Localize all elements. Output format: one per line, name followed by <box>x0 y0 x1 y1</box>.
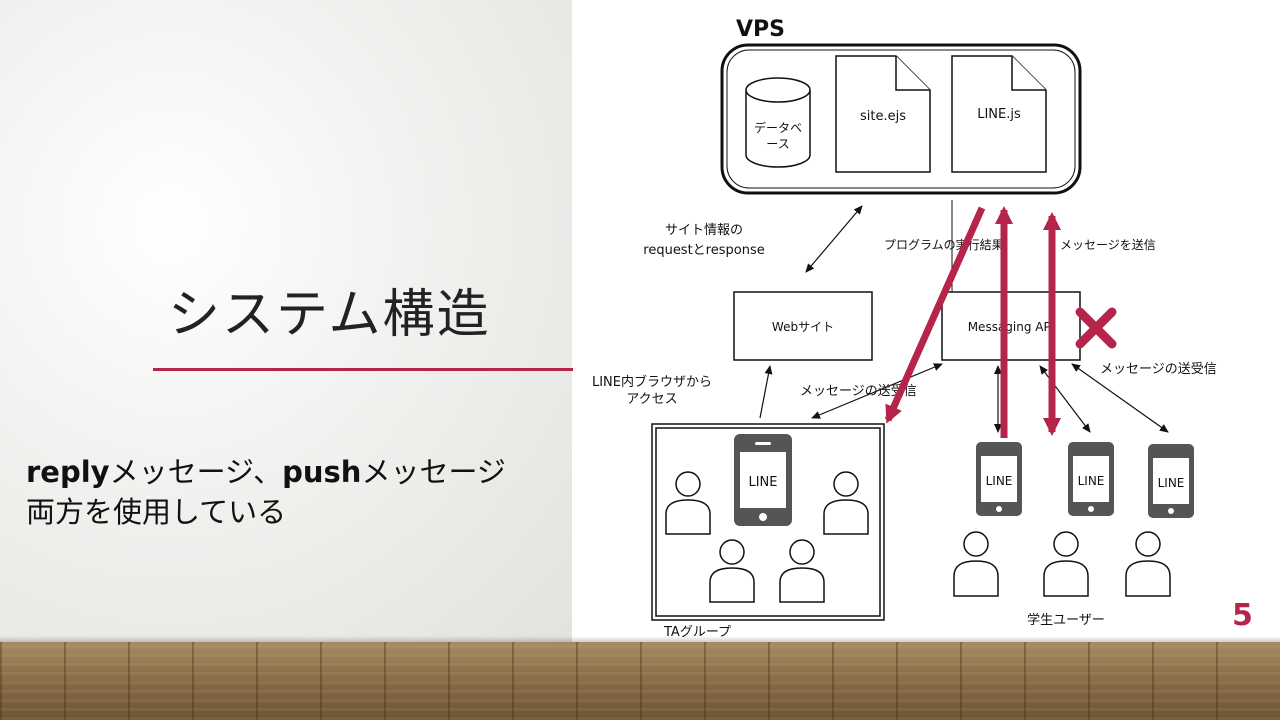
site-ejs-label: site.ejs <box>860 109 906 124</box>
student-message-arrow-3 <box>1071 363 1169 433</box>
student-phone-label: LINE <box>1158 476 1185 490</box>
wood-floor-decoration <box>0 642 1280 720</box>
body-line-2: 両方を使用している <box>26 495 287 529</box>
vps-container-inner <box>726 49 1076 189</box>
line-js-label: LINE.js <box>977 107 1021 122</box>
page-number: 5 <box>1232 598 1253 633</box>
site-info-label-2: requestとresponse <box>643 243 764 258</box>
student-person-icon <box>1125 531 1171 597</box>
send-message-label: メッセージを送信 <box>1060 237 1156 252</box>
ta-person-icon <box>779 539 825 603</box>
program-result-label: プログラムの実行結果 <box>884 237 1004 252</box>
body-text-b: メッセージ <box>361 455 506 489</box>
body-line-1: replyメッセージ、pushメッセージ <box>26 452 506 492</box>
msg-send-receive-left-label: メッセージの送受信 <box>800 384 917 399</box>
ta-person-icon <box>665 471 711 535</box>
ta-person-icon <box>709 539 755 603</box>
website-box <box>733 291 873 361</box>
ta-phone-label: LINE <box>748 475 777 490</box>
site-ejs-document: site.ejs <box>835 55 931 173</box>
ta-group-label: TAグループ <box>663 625 731 640</box>
line-browser-label-2: アクセス <box>626 392 677 407</box>
line-browser-label-1: LINE内ブラウザから <box>592 374 712 390</box>
red-cross-mark <box>1075 307 1117 349</box>
red-arrow-program-result <box>884 206 986 424</box>
ta-person-icon <box>823 471 869 535</box>
push-keyword: push <box>282 455 362 489</box>
database-cylinder: データベ ース <box>745 77 811 168</box>
student-message-arrow-2 <box>1039 365 1091 433</box>
site-info-label-1: サイト情報の <box>665 223 743 238</box>
student-phone-icon: LINE <box>1148 444 1194 518</box>
floor-shadow <box>0 636 1280 644</box>
database-label-2: ース <box>766 137 789 151</box>
slide-title: システム構造 <box>168 285 491 345</box>
database-label-1: データベ <box>754 120 802 135</box>
ta-phone-icon: LINE <box>734 434 792 526</box>
student-phone-label: LINE <box>986 474 1013 488</box>
student-phone-icon: LINE <box>976 442 1022 516</box>
title-underline <box>153 368 573 371</box>
reply-keyword: reply <box>26 455 110 489</box>
website-label: Webサイト <box>772 320 834 334</box>
left-panel-background <box>0 0 572 642</box>
student-phone-icon: LINE <box>1068 442 1114 516</box>
student-users-label: 学生ユーザー <box>1027 612 1105 628</box>
slide-body: replyメッセージ、pushメッセージ 両方を使用している <box>26 452 506 532</box>
msg-send-receive-right-label: メッセージの送受信 <box>1100 362 1217 377</box>
browser-access-arrow <box>759 365 773 419</box>
student-person-icon <box>953 531 999 597</box>
body-text-a: メッセージ、 <box>109 455 283 489</box>
vps-label: VPS <box>736 17 785 42</box>
site-info-arrow <box>805 205 863 273</box>
ta-group-box-inner <box>655 427 881 617</box>
line-js-document: LINE.js <box>951 55 1047 173</box>
messaging-api-label: Messaging API <box>968 320 1055 334</box>
student-person-icon <box>1043 531 1089 597</box>
ta-message-arrow <box>811 363 943 419</box>
student-phone-label: LINE <box>1078 474 1105 488</box>
